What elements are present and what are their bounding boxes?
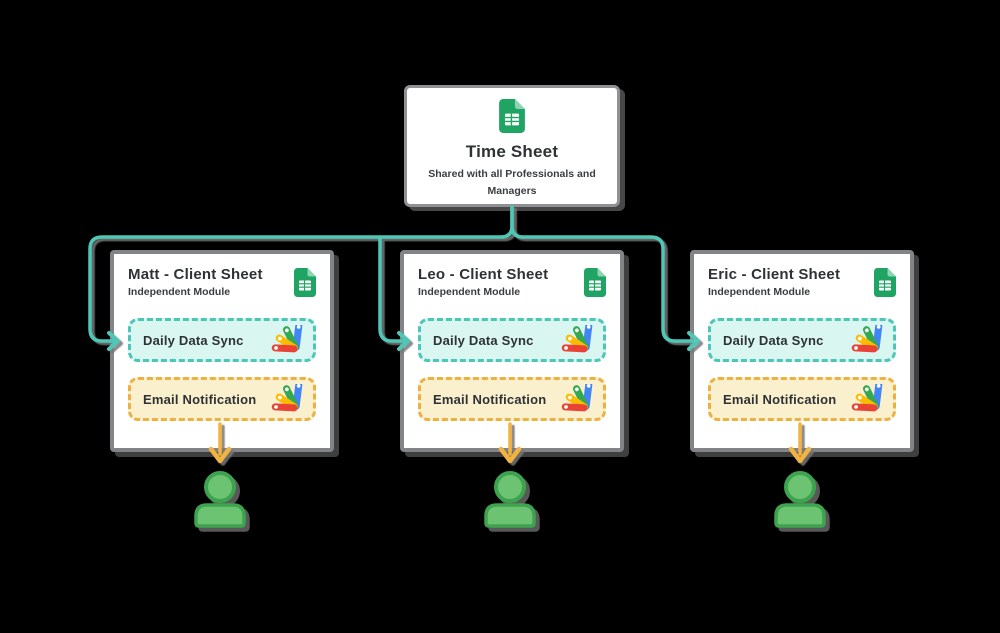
time-sheet-node: Time Sheet Shared with all Professionals… <box>404 85 620 207</box>
google-sheets-icon <box>584 268 606 297</box>
person-icon <box>774 471 826 528</box>
card-header: Leo - Client Sheet Independent Module <box>418 266 606 304</box>
client-title: Matt - Client Sheet <box>128 266 263 283</box>
client-node-eric: Eric - Client Sheet Independent Module D… <box>690 250 914 452</box>
module-label: Email Notification <box>723 391 837 407</box>
email-notification-module: Email Notification <box>418 377 606 421</box>
client-title: Eric - Client Sheet <box>708 266 841 283</box>
apps-script-icon <box>561 384 593 412</box>
apps-script-icon <box>851 384 883 412</box>
module-label: Email Notification <box>433 391 547 407</box>
card-header: Matt - Client Sheet Independent Module <box>128 266 316 304</box>
person-icon <box>194 471 246 528</box>
google-sheets-icon <box>294 268 316 297</box>
module-label: Daily Data Sync <box>143 332 244 348</box>
client-subtitle: Independent Module <box>128 286 231 298</box>
apps-script-icon <box>561 325 593 353</box>
client-title: Leo - Client Sheet <box>418 266 549 283</box>
client-node-matt: Matt - Client Sheet Independent Module D… <box>110 250 334 452</box>
client-subtitle: Independent Module <box>418 286 521 298</box>
time-sheet-title: Time Sheet <box>465 142 559 161</box>
module-label: Email Notification <box>143 391 257 407</box>
module-label: Daily Data Sync <box>433 332 534 348</box>
daily-data-sync-module: Daily Data Sync <box>128 318 316 362</box>
module-label: Daily Data Sync <box>723 332 824 348</box>
daily-data-sync-module: Daily Data Sync <box>418 318 606 362</box>
apps-script-icon <box>271 384 303 412</box>
person-icon <box>484 471 536 528</box>
email-notification-module: Email Notification <box>708 377 896 421</box>
time-sheet-subtitle: Shared with all Professionals and Manage… <box>428 168 596 198</box>
google-sheets-icon <box>498 98 526 134</box>
daily-data-sync-module: Daily Data Sync <box>708 318 896 362</box>
apps-script-icon <box>851 325 883 353</box>
apps-script-icon <box>271 325 303 353</box>
client-subtitle: Independent Module <box>708 286 811 298</box>
card-header: Eric - Client Sheet Independent Module <box>708 266 896 304</box>
client-node-leo: Leo - Client Sheet Independent Module Da… <box>400 250 624 452</box>
email-notification-module: Email Notification <box>128 377 316 421</box>
google-sheets-icon <box>874 268 896 297</box>
